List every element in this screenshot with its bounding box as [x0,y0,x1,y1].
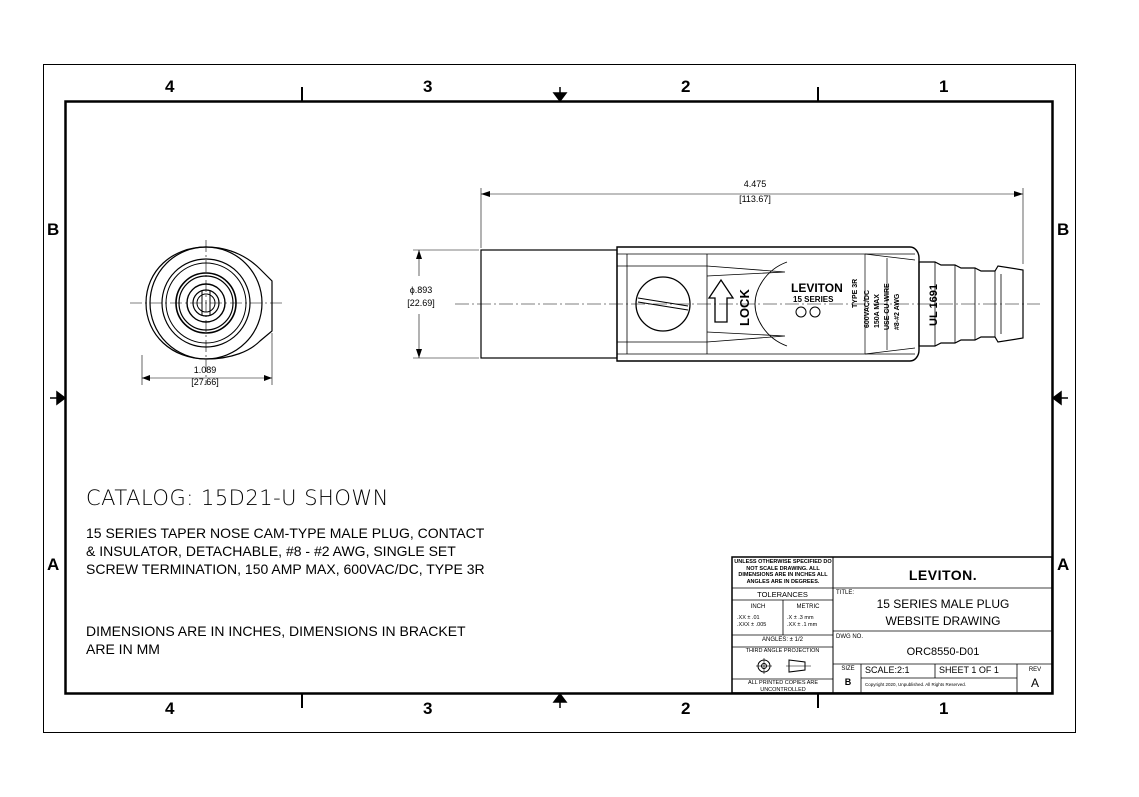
zone-ticks [301,87,819,708]
marking-brand: LEVITON [791,281,843,295]
zone-right-b: B [1057,220,1070,239]
title-block [731,556,1053,694]
zone-bottom-4: 4 [165,699,175,718]
outer-border [43,64,1076,733]
metric-tol-2: .XX ± .1 mm [787,622,818,628]
angles-tol: ANGLES: ± 1/2 [762,637,803,643]
zone-top-2: 2 [681,77,691,96]
zone-top-3: 3 [423,77,433,96]
title-line-1: 15 SERIES MALE PLUG [876,597,1010,611]
centering-arrows [50,87,1068,708]
plug-nose-cone [918,261,1024,347]
scale-value: SCALE:2:1 [865,665,910,675]
zone-top-1: 1 [939,77,949,96]
projection-label: THIRD ANGLE PROJECTION [745,648,820,654]
length-dim-mm: [113.67] [739,194,771,204]
copyright-note: Copyright 2020, Unpublished. All Rights … [865,682,967,687]
plug-end-view [130,240,285,385]
leviton-logo: LEVITON. [908,567,978,583]
metric-label: METRIC [796,604,820,610]
marking-line-2: 150A MAX [874,294,881,328]
size-value: B [844,677,852,687]
zone-right-a: A [1057,555,1070,574]
catalog-heading: CATALOG: 15D21-U SHOWN [86,486,389,510]
diameter-dim-mm: [22.69] [407,298,435,308]
inch-tol-2: .XXX ± .005 [737,622,767,628]
width-dim-mm: [27.66] [191,377,219,387]
width-dim-inch: 1.089 [193,365,217,375]
title-line-2: WEBSITE DRAWING [885,614,1001,628]
dwg-label: DWG NO. [836,634,863,640]
copies-note: ALL PRINTED COPIES ARE UNCONTROLLED [747,680,819,693]
product-description: 15 SERIES TAPER NOSE CAM-TYPE MALE PLUG,… [86,525,485,577]
tolerances-label: TOLERANCES [757,590,808,599]
diameter-dim-inch: ϕ.893 [409,285,433,295]
zone-bottom-3: 3 [423,699,433,718]
zone-left-b: B [47,220,60,239]
marking-line-4: #8-#2 AWG [894,293,901,330]
marking-type: TYPE 3R [852,279,859,308]
metric-tol-1: .X ± .3 mm [787,615,814,621]
unless-note: UNLESS OTHERWISE SPECIFIED DO NOT SCALE … [734,559,832,585]
zone-left-a: A [47,555,60,574]
length-dim-inch: 4.475 [743,179,767,189]
zone-bottom-2: 2 [681,699,691,718]
rev-value: A [1030,676,1039,690]
plug-side-view: LOCK LEVITON 15 SERIES TYPE 3R 600VAC/DC… [413,188,1040,362]
zone-top-4: 4 [165,77,175,96]
marking-series: 15 SERIES [793,295,834,304]
dwg-number: ORC8550-D01 [906,646,980,658]
size-label: SIZE [841,666,855,672]
plug-main-body [616,246,920,362]
rev-label: REV [1028,667,1042,673]
inch-label: INCH [750,604,766,610]
marking-ul: UL 1691 [928,284,940,326]
title-label: TITLE: [836,590,855,596]
marking-lock: LOCK [737,289,752,326]
zone-bottom-1: 1 [939,699,949,718]
sheet-value: SHEET 1 OF 1 [939,665,999,675]
marking-line-3: USE CU WIRE [884,283,891,330]
units-note: DIMENSIONS ARE IN INCHES, DIMENSIONS IN … [86,623,466,657]
marking-line-1: 600VAC/DC [864,290,871,328]
inch-tol-1: .XX ± .01 [737,615,760,621]
